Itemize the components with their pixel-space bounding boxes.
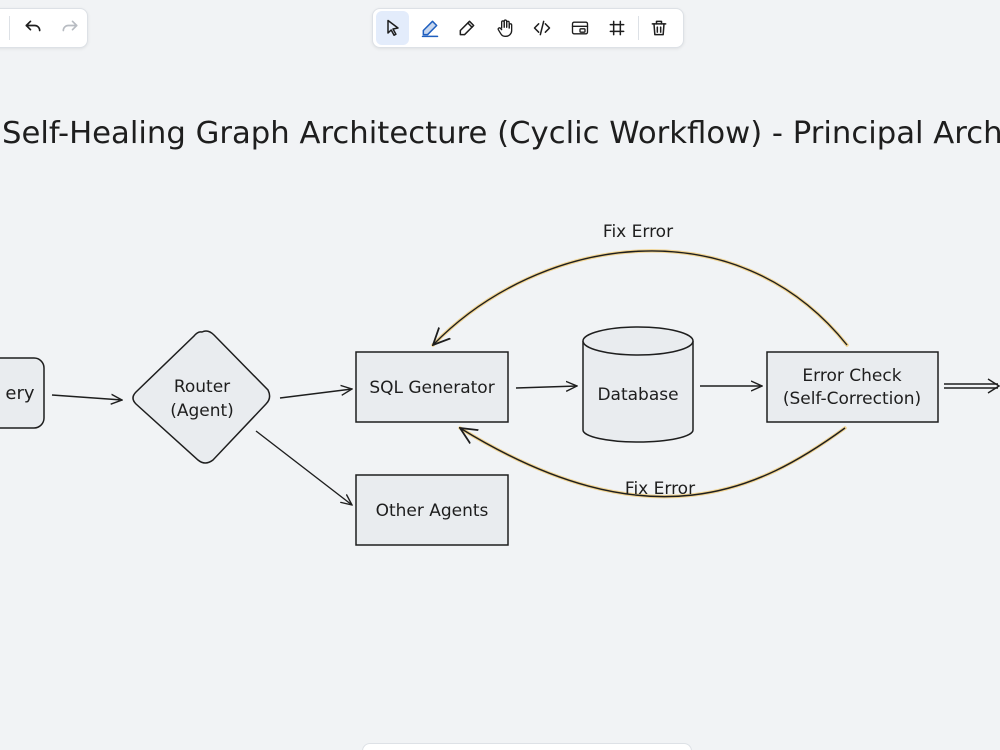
embed-tool-button[interactable]	[563, 11, 596, 45]
diagram-title: Self-Healing Graph Architecture (Cyclic …	[2, 116, 1000, 151]
undo-icon	[25, 20, 41, 32]
node-database[interactable]: Database	[582, 326, 694, 443]
pointer-icon	[386, 19, 399, 36]
node-error-check-line1: Error Check	[802, 366, 901, 386]
node-other-agents[interactable]: Other Agents	[355, 474, 509, 546]
embed-icon	[571, 21, 588, 35]
toolbar	[372, 8, 684, 48]
node-sql-generator-label: SQL Generator	[369, 378, 494, 398]
pen-icon	[421, 20, 439, 38]
node-query-label: ery	[5, 383, 34, 404]
edge-fix-error-bottom[interactable]: Fix Error	[460, 426, 847, 499]
edge-sql-generator-to-database[interactable]	[515, 386, 577, 388]
edge-router-to-other-agents[interactable]	[255, 430, 352, 505]
edge-query-to-router[interactable]	[51, 395, 122, 400]
fix-error-bottom-label: Fix Error	[625, 479, 695, 499]
frame-icon	[609, 20, 625, 36]
toolbar-divider	[637, 16, 639, 40]
trash-icon	[651, 20, 667, 36]
node-error-check-line2: (Self-Correction)	[783, 389, 921, 409]
redo-button[interactable]	[53, 11, 87, 45]
node-other-agents-label: Other Agents	[376, 501, 489, 521]
node-error-check[interactable]: Error Check (Self-Correction)	[766, 351, 939, 423]
redo-icon	[62, 20, 78, 32]
node-database-label: Database	[597, 385, 678, 405]
code-tool-button[interactable]	[526, 11, 559, 45]
node-router-line2: (Agent)	[170, 401, 234, 421]
bottom-panel	[362, 743, 692, 750]
code-icon	[533, 20, 551, 36]
edge-error-check-to-output[interactable]	[944, 378, 1000, 394]
node-sql-generator[interactable]: SQL Generator	[355, 351, 509, 423]
edge-fix-error-top[interactable]: Fix Error	[431, 222, 849, 347]
delete-button[interactable]	[643, 11, 676, 45]
node-router-line1: Router	[174, 377, 230, 397]
history-divider	[9, 16, 10, 40]
pen-tool-button[interactable]	[413, 11, 446, 45]
pointer-tool-button[interactable]	[376, 11, 410, 45]
pencil-icon	[460, 20, 475, 36]
frame-tool-button[interactable]	[600, 11, 633, 45]
edge-router-to-sql-generator[interactable]	[279, 389, 352, 399]
undo-button[interactable]	[16, 11, 50, 45]
history-panel	[0, 8, 88, 48]
node-query[interactable]: ery	[0, 357, 45, 429]
fix-error-top-label: Fix Error	[603, 222, 673, 242]
node-router[interactable]: Router (Agent)	[132, 330, 271, 464]
hand-tool-button[interactable]	[488, 11, 521, 45]
hand-icon	[497, 19, 513, 37]
pencil-tool-button[interactable]	[451, 11, 484, 45]
